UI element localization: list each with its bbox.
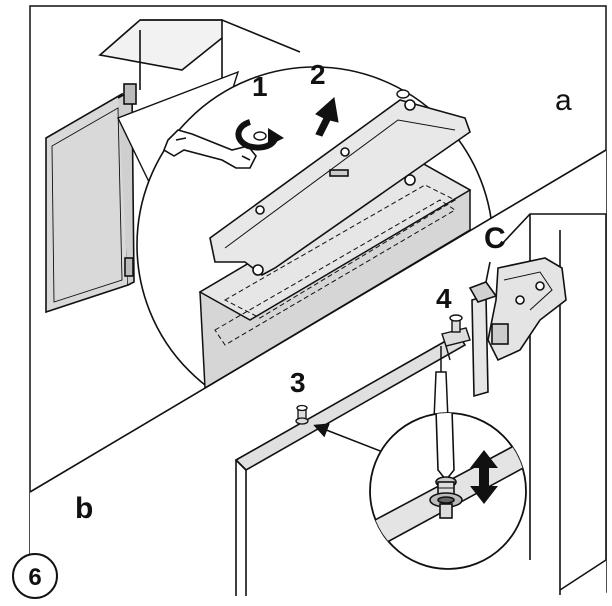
wrench-icon — [163, 129, 257, 169]
callout-3: 3 — [290, 367, 306, 398]
mounting-bracket — [209, 99, 471, 276]
hinge-icon — [487, 257, 567, 362]
door-screw-3 — [295, 404, 309, 425]
up-arrow-icon — [315, 97, 339, 137]
door-a — [45, 83, 137, 314]
panel-divider — [29, 149, 607, 493]
washer-right — [396, 89, 410, 99]
callout-4: 4 — [436, 283, 452, 314]
step-number: 6 — [28, 564, 41, 591]
panel-a-label: a — [555, 84, 572, 117]
adjust-screw-4 — [441, 314, 471, 361]
up-down-arrow-icon — [470, 450, 498, 504]
washer-left — [253, 131, 267, 141]
callout-2: 2 — [310, 59, 326, 90]
panel-b-label: b — [75, 492, 93, 525]
pointer-arrow — [313, 423, 389, 455]
rotate-arrow-icon — [235, 119, 284, 151]
callout-c: C — [484, 222, 506, 255]
panel-b: 3 4 C b — [75, 213, 607, 596]
bracket-arm — [468, 261, 498, 398]
callout-1: 1 — [252, 71, 268, 102]
step-badge: 6 — [12, 553, 58, 599]
door-b — [234, 332, 467, 596]
